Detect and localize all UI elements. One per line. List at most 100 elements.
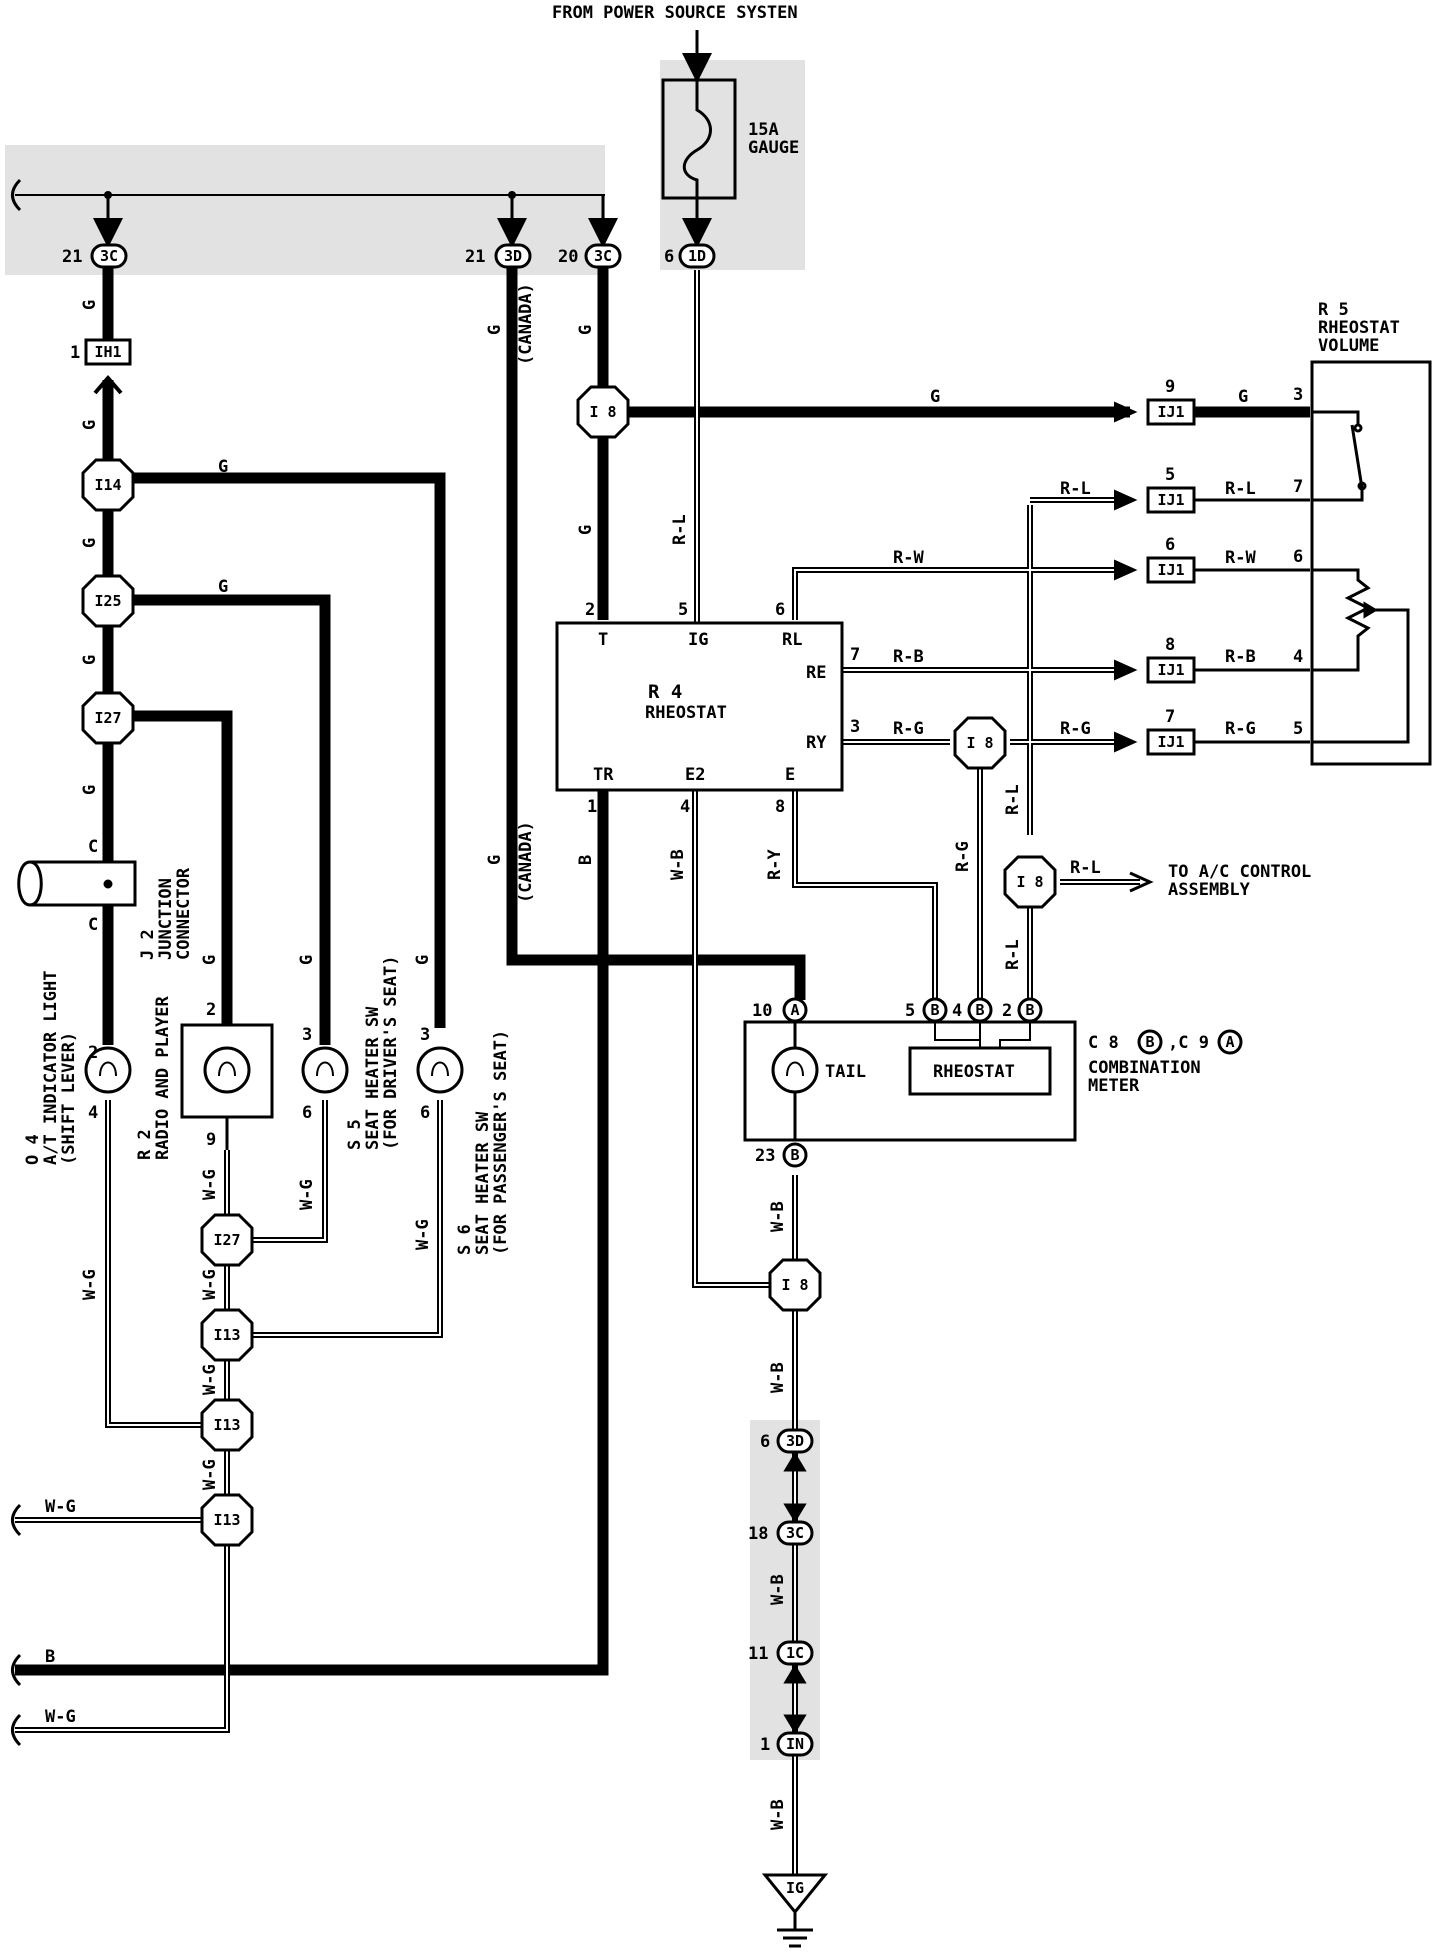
wire-label: R-W (893, 548, 924, 568)
ac-control-label: ASSEMBLY (1168, 880, 1251, 900)
meter-pin-b: B (782, 1142, 808, 1168)
s6-pin: 6 (420, 1103, 430, 1123)
wire-label: W-G (413, 1219, 433, 1250)
pin-1: 1 (70, 343, 80, 363)
pin-5: 5 (905, 1001, 915, 1021)
indicator-lamp-icon (84, 1046, 132, 1094)
wire-label: W-G (200, 1169, 220, 1200)
r4-pin-num: 3 (850, 717, 860, 737)
wire-label: G (576, 525, 596, 535)
fuse-name: GAUGE (748, 138, 799, 158)
wire-label: G (80, 785, 100, 795)
pin-9: 9 (1165, 377, 1175, 397)
connector-ij1-c: IJ1 (1146, 556, 1196, 584)
thin-wires-inner (15, 270, 1140, 1875)
ground-icon: IG (761, 1873, 829, 1948)
r2-label: RADIO AND PLAYER (153, 995, 173, 1160)
volume-switch-icon (1312, 410, 1367, 502)
svg-text:I 8: I 8 (589, 403, 616, 421)
svg-text:1C: 1C (786, 1644, 804, 1662)
pin-7: 7 (1165, 707, 1175, 727)
svg-text:IJ1: IJ1 (1157, 491, 1184, 509)
svg-text:3D: 3D (786, 1432, 804, 1450)
r4-pin-num: 1 (587, 797, 597, 817)
r4-pin-tr: TR (593, 765, 614, 785)
svg-text:I 8: I 8 (966, 734, 993, 752)
wire-label: R-L (670, 514, 690, 545)
svg-text:I 8: I 8 (1016, 873, 1043, 891)
r5-side-wires (1195, 498, 1310, 744)
wire-label: R-G (1060, 719, 1091, 739)
r2-code: R 2 (135, 1129, 155, 1160)
svg-text:B: B (790, 1146, 799, 1164)
r4-pin-t: T (598, 630, 608, 650)
r5-pin-5: 5 (1293, 719, 1303, 739)
wire-label: W-G (45, 1497, 76, 1517)
meter-code2: ,C 9 (1168, 1033, 1209, 1053)
meter-rheostat-box (908, 1046, 1052, 1096)
j2-pin-c: C (88, 915, 98, 935)
pin-6: 6 (760, 1432, 770, 1452)
r5-name2: VOLUME (1318, 336, 1379, 356)
junction-i8-rl: I 8 (1003, 855, 1057, 909)
wire-label: W-B (668, 849, 688, 880)
connector-in: IN (776, 1731, 814, 1757)
wire-label: R-G (893, 719, 924, 739)
r5-pin-3: 3 (1293, 385, 1303, 405)
o4-label: A/T INDICATOR LIGHT (41, 971, 61, 1165)
svg-text:B: B (975, 1001, 984, 1019)
r4-pin-e: E (785, 765, 795, 785)
meter-internal-leads (934, 1022, 1031, 1048)
r5-pin-4: 4 (1293, 647, 1303, 667)
meter-pin-b: B (967, 997, 993, 1023)
svg-text:I25: I25 (94, 592, 121, 610)
wire-label: R-G (953, 841, 973, 872)
s5-pin: 6 (302, 1103, 312, 1123)
tail-label: TAIL (825, 1062, 866, 1082)
s6-pin: 3 (420, 1025, 430, 1045)
r4-pin-ry: RY (806, 733, 827, 753)
meter-pin-b: B (922, 997, 948, 1023)
connector-1d: 1D (678, 243, 716, 269)
wire-label: G (218, 457, 228, 477)
g-wires (15, 265, 1310, 1676)
svg-text:IJ1: IJ1 (1157, 661, 1184, 679)
instrument-panel-shading (660, 60, 805, 270)
pin-6: 6 (1165, 535, 1175, 555)
r4-pin-re: RE (806, 663, 826, 683)
svg-text:3C: 3C (594, 247, 612, 265)
svg-text:I14: I14 (94, 476, 121, 494)
svg-text:3C: 3C (100, 247, 118, 265)
fuse-box (661, 78, 737, 200)
connector-3d-low: 3D (776, 1428, 814, 1454)
pin-6: 6 (664, 247, 674, 267)
pin-18: 18 (748, 1524, 768, 1544)
o4-code: O 4 (23, 1134, 43, 1165)
s5-label: SEAT HEATER SW (363, 1006, 383, 1150)
svg-text:A: A (1225, 1033, 1234, 1051)
r2-pin: 9 (206, 1130, 216, 1150)
pin-21: 21 (62, 247, 82, 267)
r4-pin-num: 2 (585, 600, 595, 620)
wire-label: W-G (200, 1459, 220, 1490)
wire-label: G (80, 538, 100, 548)
wire-label: G (218, 577, 228, 597)
r4-name: RHEOSTAT (645, 703, 727, 723)
connector-ij1-e: IJ1 (1146, 728, 1196, 756)
wire-label: G (485, 855, 505, 865)
wire-label: W-B (768, 1799, 788, 1830)
svg-text:IJ1: IJ1 (1157, 561, 1184, 579)
pin-8: 8 (1165, 635, 1175, 655)
svg-text:IH1: IH1 (94, 343, 121, 361)
bus-junction-dot (104, 191, 112, 199)
pin-11: 11 (748, 1644, 768, 1664)
wire-label: R-W (1225, 548, 1256, 568)
svg-text:I13: I13 (213, 1326, 240, 1344)
pin-2: 2 (1002, 1001, 1012, 1021)
wire-label: W-G (80, 1269, 100, 1300)
wire-label: G (200, 955, 220, 965)
bus-junction-dot (508, 191, 516, 199)
wire-label: W-B (768, 1201, 788, 1232)
junction-i14: I14 (81, 458, 135, 512)
